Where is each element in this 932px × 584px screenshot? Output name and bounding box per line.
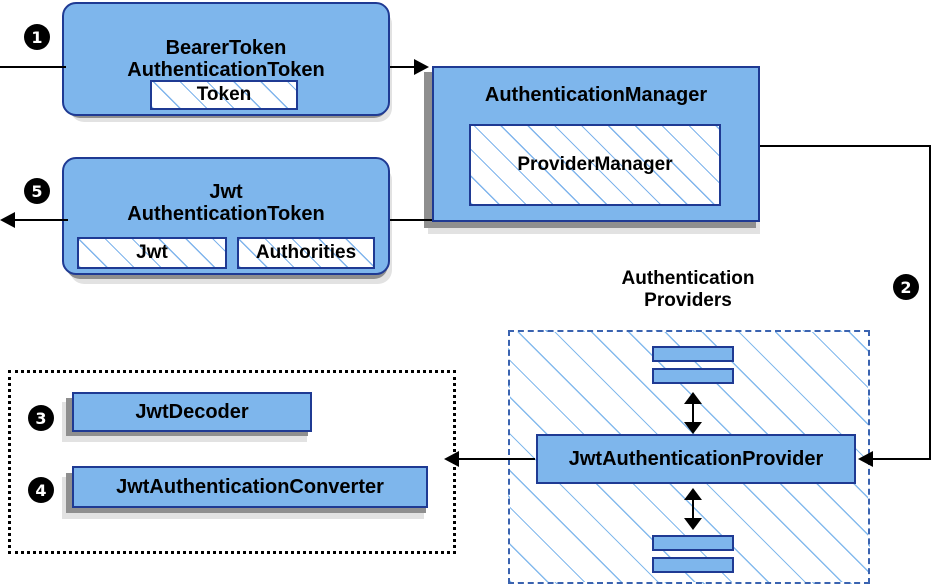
- arrow-up-top-icon: [684, 392, 702, 404]
- connector-into-provider: [872, 458, 930, 460]
- marker-4: 4: [28, 477, 54, 503]
- marker-5: 5: [24, 178, 50, 204]
- arrow-down-top-icon: [684, 422, 702, 434]
- jwt-token-inner-authorities: Authorities: [237, 237, 375, 269]
- jwt-authentication-converter-label: JwtAuthenticationConverter: [116, 475, 384, 498]
- arrow-down-bottom-icon: [684, 518, 702, 530]
- arrow-into-provider-icon: [858, 451, 873, 467]
- connector-manager-out-top: [760, 145, 930, 147]
- arrow-response-out-icon: [0, 212, 15, 228]
- connector-request-in: [0, 66, 66, 68]
- bearer-token-title-line1: BearerToken: [165, 36, 287, 59]
- authentication-providers-label-line2: Providers: [644, 290, 732, 312]
- jwt-authentication-provider-label: JwtAuthenticationProvider: [568, 447, 824, 470]
- connector-manager-out-vertical: [929, 145, 931, 460]
- arrow-provider-to-decoders-icon: [444, 451, 459, 467]
- node-jwt-authentication-converter[interactable]: JwtAuthenticationConverter: [72, 466, 428, 508]
- marker-2: 2: [893, 274, 919, 300]
- connector-provider-up-down-bottom: [692, 492, 694, 528]
- jwt-token-title-line2: AuthenticationToken: [127, 203, 325, 225]
- bearer-token-title-line2: AuthenticationToken: [127, 59, 325, 81]
- provider-stack-bar-top-1: [652, 346, 734, 362]
- jwt-decoder-label: JwtDecoder: [135, 400, 249, 423]
- arrow-up-bottom-icon: [684, 488, 702, 500]
- connector-manager-to-jwt-token: [390, 219, 432, 221]
- provider-stack-bar-bottom-2: [652, 557, 734, 573]
- authentication-manager-inner-provider-manager: ProviderManager: [469, 124, 721, 206]
- connector-provider-to-decoders: [455, 458, 535, 460]
- connector-provider-up-down-top: [692, 396, 694, 432]
- authentication-manager-title: AuthenticationManager: [484, 84, 708, 106]
- marker-3: 3: [28, 405, 54, 431]
- marker-1: 1: [24, 24, 50, 50]
- provider-stack-bar-top-2: [652, 368, 734, 384]
- connector-bearer-to-manager: [390, 66, 422, 68]
- node-jwt-authentication-provider[interactable]: JwtAuthenticationProvider: [536, 434, 856, 484]
- arrow-bearer-to-manager-icon: [414, 59, 429, 75]
- jwt-token-title-line1: Jwt: [209, 180, 243, 203]
- provider-stack-bar-bottom-1: [652, 535, 734, 551]
- authentication-providers-label-line1: Authentication: [621, 268, 755, 289]
- authentication-providers-label: Authentication Providers: [588, 268, 788, 313]
- bearer-token-inner-token: Token: [150, 80, 298, 110]
- node-jwt-decoder[interactable]: JwtDecoder: [72, 392, 312, 432]
- jwt-token-inner-jwt: Jwt: [77, 237, 227, 269]
- connector-response-out: [8, 219, 68, 221]
